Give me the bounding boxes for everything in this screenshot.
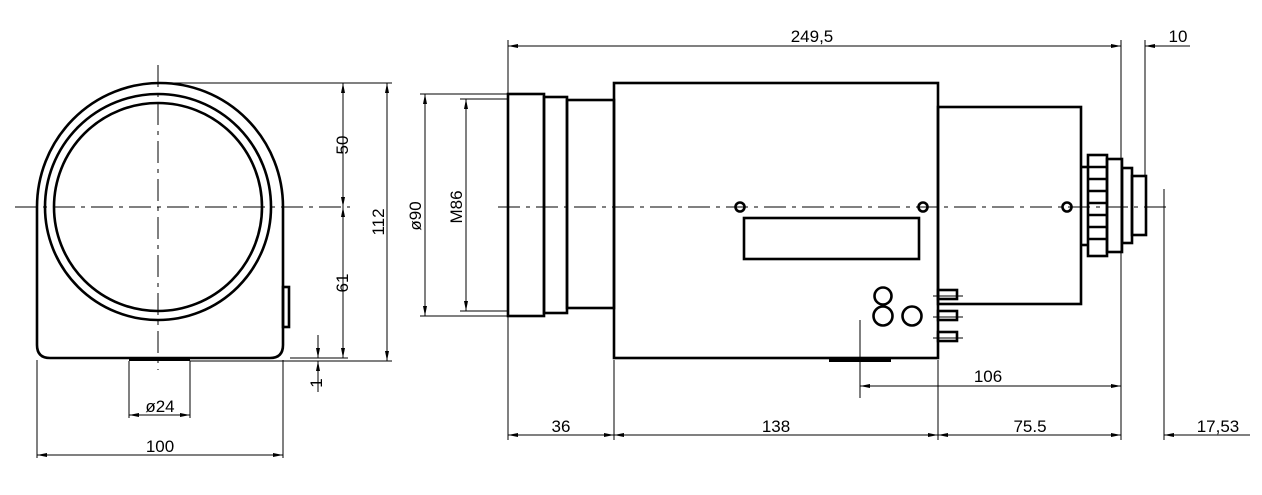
dim-label-lower-height: 61 — [333, 274, 352, 293]
dim-label-upper-height: 50 — [333, 136, 352, 155]
lens-barrel — [565, 98, 616, 310]
front-housing-outline — [35, 81, 285, 360]
dim-label-lens-length: 36 — [552, 417, 571, 436]
dim-label-total-length: 249,5 — [791, 27, 834, 46]
label-window — [742, 216, 921, 261]
indicator-8o — [872, 286, 923, 327]
dim-label-total-height: 112 — [369, 208, 388, 235]
dim-label-connector-length: 17,53 — [1197, 417, 1240, 436]
dim-label-offset: 1 — [307, 378, 326, 387]
mount-plate — [129, 358, 190, 361]
front-view: 50 61 112 1 ø24 100 — [15, 65, 392, 458]
dim-label-rear-offset: 106 — [974, 367, 1002, 386]
dim-label-lens-diameter: ø90 — [406, 201, 425, 230]
side-view: 249,5 10 ø90 M86 106 36 138 75.5 17,53 — [406, 27, 1250, 440]
dim-label-mount-diameter: ø24 — [145, 397, 174, 416]
connector — [1081, 153, 1148, 258]
lens-front — [506, 92, 546, 318]
side-connectors — [933, 288, 963, 343]
knurled-ring — [1086, 153, 1109, 258]
side-tab — [281, 285, 291, 329]
camera-body — [612, 81, 940, 360]
rear-block — [936, 105, 1083, 306]
dim-label-thread: M86 — [447, 190, 466, 223]
lens-ring — [542, 95, 569, 315]
dim-label-rear-length: 75.5 — [1013, 417, 1046, 436]
dim-label-body-length: 138 — [762, 417, 790, 436]
dim-label-width: 100 — [146, 437, 174, 456]
dim-label-connector: 10 — [1169, 27, 1188, 46]
